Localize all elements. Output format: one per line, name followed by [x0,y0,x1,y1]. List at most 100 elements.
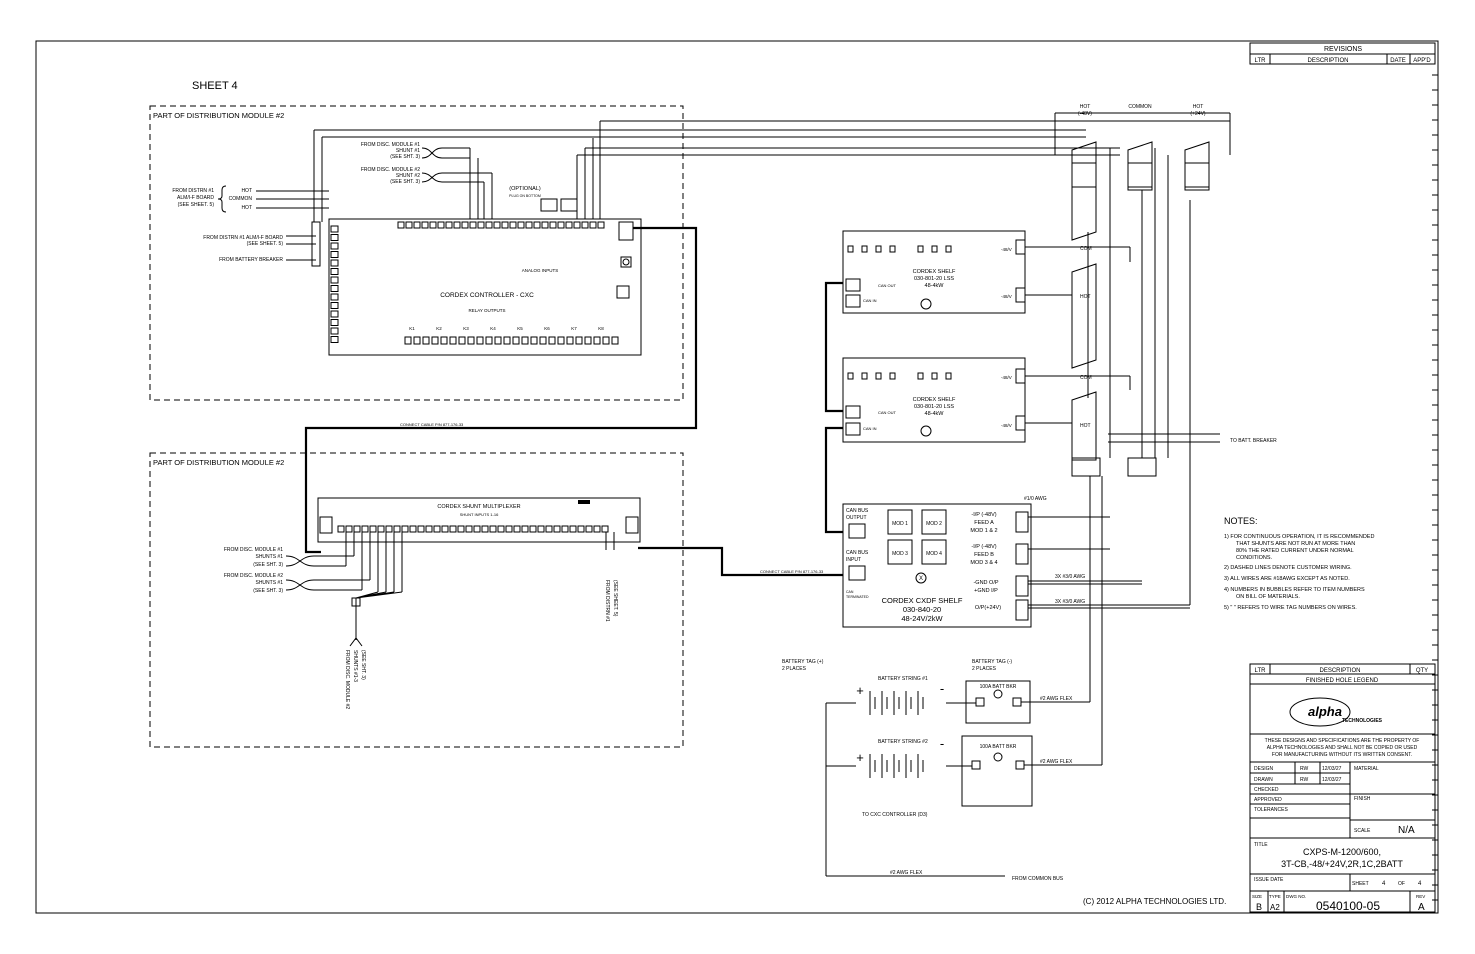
controller-top-terminal [565,221,573,229]
batt-breaker-label: TO BATT. BREAKER [1230,438,1277,444]
relay-terminal [494,336,502,345]
batt-tag-neg-1: BATTERY TAG (-) [972,659,1012,665]
issue-label: ISSUE DATE [1254,877,1284,883]
alpha-logo: alpha TECHNOLOGIES [1289,697,1383,727]
shelf-mod-slot [861,372,868,380]
source-see3b: (SEE SHT. 3) [390,179,420,185]
mux-terminal [585,525,593,533]
source-disc2: FROM DISC. MODULE #2 [361,167,420,173]
hot-pos-label: HOT [1193,104,1204,110]
source-disc1: FROM DISC. MODULE #1 [361,142,420,148]
mux-terminal [521,525,529,533]
tb-ltr: LTR [1255,668,1267,674]
common-label: COMMON [1128,104,1152,110]
mux-terminal [497,525,505,533]
shelf1-com: COM [1080,246,1092,252]
relay-label: K1 [409,326,415,331]
relay-terminal [548,336,556,345]
dist-module-bottom-boundary [149,452,684,748]
relay-label: K3 [463,326,469,331]
title-line-1: CXPS-M-1200/600, [1303,847,1381,857]
relay-label: K4 [490,326,496,331]
wire-label-1: #1/0 AWG [1024,496,1047,502]
note-3: 3) ALL WIRES ARE #18AWG EXCEPT AS NOTED. [1224,576,1350,582]
relay-terminal [404,336,412,345]
top-source-labels: FROM DISC. MODULE #1 SHUNT #1 (SEE SHT. … [172,142,420,263]
shelf-mod-slot [889,245,896,253]
distrn-board-3: (SEE SHEET. 5) [178,202,215,208]
tb-desc: DESCRIPTION [1319,668,1360,674]
batt-string-1: BATTERY STRING #1 [878,676,928,682]
shelf-mod-slot [931,372,938,380]
controller-top-terminal [477,221,485,229]
cxdf-mod3: MOD 3 [892,551,908,557]
dist-module-top-boundary [149,105,684,401]
mux-terminal [337,525,345,533]
optional-sub: PLUG ON BOTTOM [509,194,541,198]
sheet-num: 4 [1382,881,1386,887]
shelf1-can-in: CAN IN [863,298,877,303]
shelf2-right-2: -48/V [1001,423,1012,428]
mux-terminal [593,525,601,533]
mux-terminal [537,525,545,533]
revisions-title: REVISIONS [1324,46,1362,53]
relay-label: K8 [598,326,604,331]
disclaimer-2: ALPHA TECHNOLOGIES AND SHALL NOT BE COPI… [1267,745,1418,751]
controller-terminal [330,225,339,233]
shelf-wiring [847,245,952,380]
controller-top-terminal [541,221,549,229]
shelf-wiring-lines [1025,246,1131,424]
shelf-mod-slot [889,372,896,380]
gnd-op: -GND O/P [973,580,998,586]
mux-terminal [577,525,585,533]
relay-label: K2 [436,326,442,331]
shelf2-title-1: CORDEX SHELF [913,397,956,403]
controller-terminal [330,327,339,335]
from-common: FROM COMMON BUS [1012,876,1064,882]
source-shunt1: SHUNT #1 [396,148,420,154]
tb-qty: QTY [1416,668,1428,674]
flex-1: #2 AWG FLEX [1040,696,1073,702]
relay-terminal [521,336,529,345]
distrn-sheet-2: (SEE SHEET. 5) [247,241,284,247]
shelf-mod-slot [945,372,952,380]
gnd-ip: +GND I/P [974,588,998,594]
controller-terminal [330,310,339,318]
relay-terminal [413,336,421,345]
shelf2-title-3: 48-4kW [925,411,945,417]
controller-top-terminal [437,221,445,229]
controller-top-terminal [557,221,565,229]
top-module-wiring [256,112,1231,267]
mux-terminal [529,525,537,533]
feed-a-1: -I/P (-48V) [971,512,996,518]
drawn-date: 12/03/27 [1322,777,1342,783]
bsrc-6: (SEE SHT. 3) [253,588,283,594]
battery-breaker-label: FROM BATTERY BREAKER [219,257,283,263]
relay-terminal [458,336,466,345]
controller-top-terminal [525,221,533,229]
dwg-value: 0540100-05 [1316,899,1380,913]
vright-2: (SEE SHEET. 5) [612,580,618,617]
bsrc-5: SHUNTS #1 [255,580,283,586]
shelf1-title-2: 030-801-20 LSS [914,276,954,282]
relay-terminal [476,336,484,345]
common-label-a: COMMON [229,196,253,202]
multiplexer-title: CORDEX SHUNT MULTIPLEXER [437,504,520,510]
cxdf-title-2: 030-840-20 [903,605,941,614]
cable-note-1: CONNECT CABLE P/N 877-176-33 [400,422,464,427]
battery-section: BATTERY TAG (+) 2 PLACES BATTERY TAG (-)… [782,476,1103,882]
bsrc-2: SHUNTS #1 [255,554,283,560]
relay-label: K7 [571,326,577,331]
cordex-controller-cxc: CORDEX CONTROLLER - CXC ANALOG INPUTS RE… [328,218,642,356]
controller-top-terminal [501,221,509,229]
finish-label: FINISH [1354,796,1371,802]
controller-terminal [330,268,339,275]
relay-terminal [422,336,430,345]
minus-1: - [940,681,944,696]
feed-b-3: MOD 3 & 4 [970,560,997,566]
mux-terminal [553,525,561,533]
shelf-mod-slot [875,372,882,380]
relay-terminal [485,336,493,345]
source-see3a: (SEE SHT. 3) [390,154,420,160]
mux-terminal [353,525,361,533]
